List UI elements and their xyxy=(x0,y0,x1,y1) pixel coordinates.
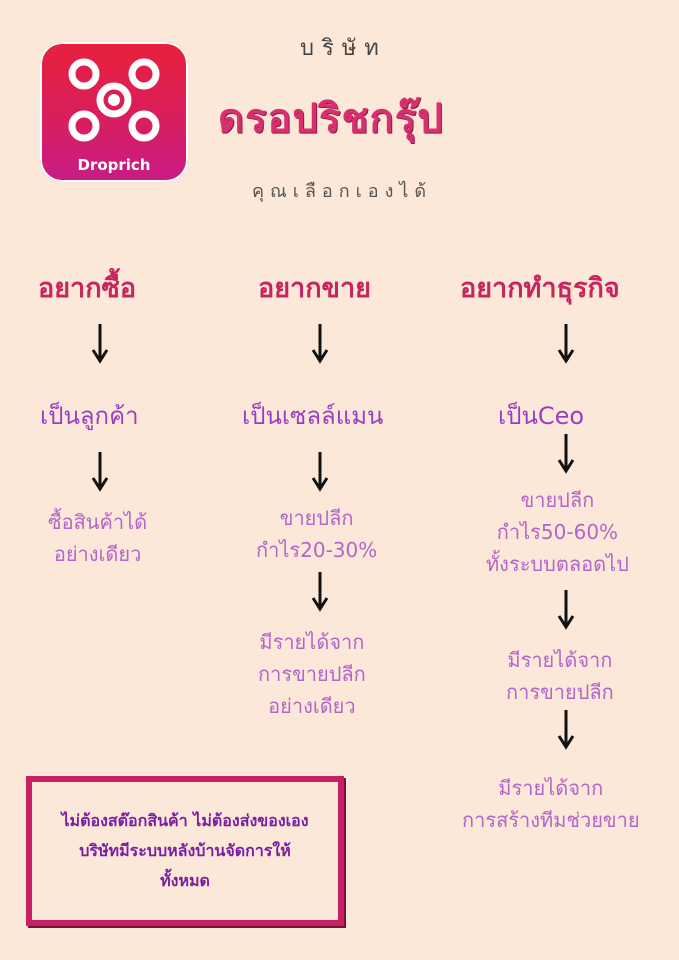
desc-line: มีรายได้จาก xyxy=(259,630,365,654)
arrow-down-icon xyxy=(557,324,575,364)
arrow-down-icon xyxy=(311,324,329,364)
desc-line: การขายปลีก xyxy=(258,662,366,686)
desc-ceo-retail-income: มีรายได้จาก การขายปลีก xyxy=(506,644,614,708)
desc-line: ขายปลีก xyxy=(520,488,595,512)
arrow-down-icon xyxy=(557,590,575,630)
desc-line: การสร้างทีมช่วยขาย xyxy=(462,808,640,832)
company-name: ดรอปริชกรุ๊ป xyxy=(218,96,444,142)
desc-line: มีรายได้จาก xyxy=(507,648,613,672)
column-heading-sell: อยากขาย xyxy=(258,273,371,304)
desc-ceo-retail: ขายปลีก กำไร50-60% ทั้งระบบตลอดไป xyxy=(486,484,629,580)
arrow-down-icon xyxy=(311,452,329,492)
desc-customer: ซื้อสินค้าได้ อย่างเดียว xyxy=(48,506,147,570)
column-heading-buy: อยากซื้อ xyxy=(38,273,137,304)
drone-icon xyxy=(68,58,160,142)
desc-line: ทั้งระบบตลอดไป xyxy=(486,552,629,576)
logo-text: Droprich xyxy=(77,156,151,174)
role-ceo: เป็นCeo xyxy=(498,402,585,430)
notice-box: ไม่ต้องสต๊อกสินค้า ไม่ต้องส่งของเอง บริษ… xyxy=(26,776,344,926)
arrow-down-icon xyxy=(311,572,329,612)
desc-salesman-retail: ขายปลีก กำไร20-30% xyxy=(256,502,377,566)
role-customer: เป็นลูกค้า xyxy=(40,402,139,430)
arrow-down-icon xyxy=(557,434,575,474)
company-label: บริษัท xyxy=(300,36,387,61)
desc-line: ซื้อสินค้าได้ xyxy=(48,510,148,534)
role-salesman: เป็นเซลล์แมน xyxy=(242,402,384,430)
column-heading-business: อยากทำธุรกิจ xyxy=(460,273,620,304)
desc-salesman-income: มีรายได้จาก การขายปลีก อย่างเดียว xyxy=(258,626,366,722)
desc-line: อย่างเดียว xyxy=(53,542,142,566)
desc-line: มีรายได้จาก xyxy=(498,776,604,800)
droprich-logo: Droprich xyxy=(40,42,188,182)
arrow-down-icon xyxy=(557,710,575,750)
desc-line: ขายปลีก xyxy=(279,506,354,530)
arrow-down-icon xyxy=(91,324,109,364)
notice-line: บริษัทมีระบบหลังบ้านจัดการให้ xyxy=(79,841,291,860)
desc-line: อย่างเดียว xyxy=(268,694,356,718)
desc-line: กำไร50-60% xyxy=(496,520,619,544)
desc-ceo-team-income: มีรายได้จาก การสร้างทีมช่วยขาย xyxy=(462,772,640,836)
notice-line: ไม่ต้องสต๊อกสินค้า ไม่ต้องส่งของเอง xyxy=(61,811,309,830)
desc-line: การขายปลีก xyxy=(506,680,614,704)
arrow-down-icon xyxy=(91,452,109,492)
desc-line: กำไร20-30% xyxy=(256,538,378,562)
tagline: คุณเลือกเองได้ xyxy=(252,181,433,202)
notice-line: ทั้งหมด xyxy=(160,871,210,890)
